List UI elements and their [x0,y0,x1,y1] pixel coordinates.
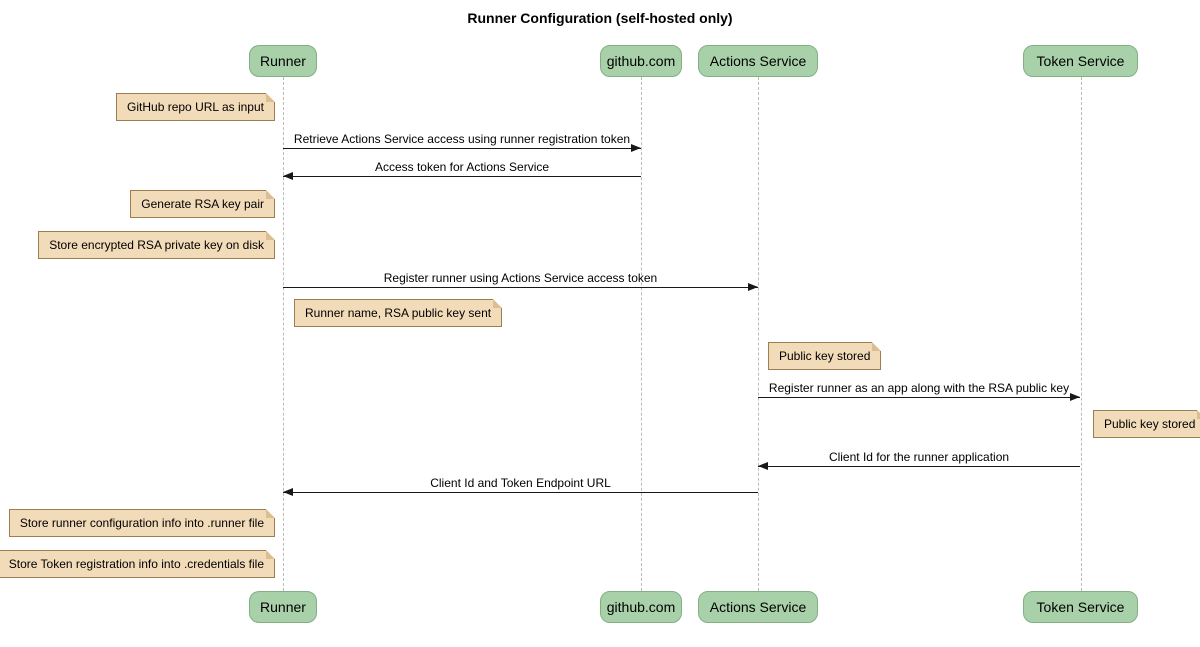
message-label: Client Id and Token Endpoint URL [430,476,611,490]
message-line [283,148,641,149]
message-label: Retrieve Actions Service access using ru… [293,132,631,146]
actor-box-top: Runner [249,45,317,77]
message-label: Register runner using Actions Service ac… [383,271,658,285]
note-fold-corner [266,231,275,240]
diagram-title: Runner Configuration (self-hosted only) [467,10,733,26]
actor-box-top: Token Service [1023,45,1138,77]
message-label: Access token for Actions Service [374,160,550,174]
note-fold-corner [266,93,275,102]
message-line [283,492,758,493]
actor-box-top: github.com [600,45,682,77]
actor-box-bottom: github.com [600,591,682,623]
note-fold-corner [1197,410,1200,419]
note-fold-corner [872,342,882,351]
actor-box-top: Actions Service [698,45,818,77]
actor-box-bottom: Runner [249,591,317,623]
arrowhead-icon [1070,393,1080,401]
note-fold-corner [266,509,275,518]
note-fold-corner [266,550,275,559]
lifeline [641,77,642,591]
actor-box-bottom: Token Service [1023,591,1138,623]
note: Store encrypted RSA private key on disk [38,231,275,259]
note: Store runner configuration info into .ru… [8,509,275,537]
arrowhead-icon [758,462,768,470]
note: Generate RSA key pair [130,190,275,218]
message-line [758,397,1080,398]
note: GitHub repo URL as input [116,93,275,121]
note-fold-corner [266,190,275,199]
note: Runner name, RSA public key sent [294,299,503,327]
message-line [283,287,758,288]
lifeline [283,77,284,591]
arrowhead-icon [748,283,758,291]
message-line [283,176,641,177]
lifeline [758,77,759,591]
arrowhead-icon [631,144,641,152]
note: Store Token registration info into .cred… [0,550,275,578]
arrowhead-icon [283,172,293,180]
note: Public key stored [768,342,882,370]
note: Public key stored [1093,410,1200,438]
note-fold-corner [493,299,503,308]
message-label: Client Id for the runner application [828,450,1010,464]
lifeline [1080,77,1082,591]
message-label: Register runner as an app along with the… [768,381,1070,395]
actor-box-bottom: Actions Service [698,591,818,623]
message-line [758,466,1080,467]
arrowhead-icon [283,488,293,496]
